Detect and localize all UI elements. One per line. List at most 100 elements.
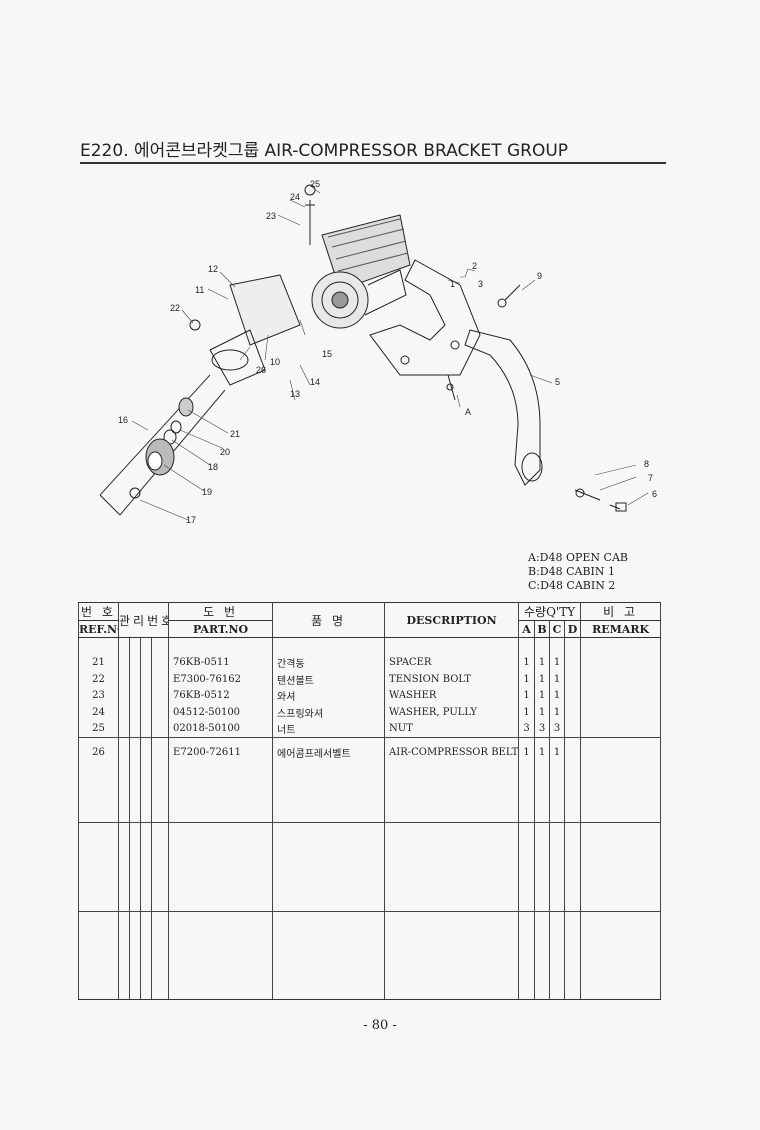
qty-c: 1 xyxy=(549,687,566,704)
header-ref-en: REF.NO xyxy=(78,620,119,638)
callout-16: 16 xyxy=(118,415,128,425)
empty-row xyxy=(78,911,662,1000)
part-no: E7300-76162 xyxy=(168,671,274,688)
part-description: AIR-COMPRESSOR BELT xyxy=(384,737,520,761)
qty-b: 1 xyxy=(534,704,551,721)
part-description: SPACER xyxy=(384,654,520,671)
header-management-no: 관리번호 xyxy=(117,602,170,638)
table-row: 22 E7300-76162 텐션볼트 TENSION BOLT 1 1 1 xyxy=(78,671,662,688)
exploded-parts-diagram: 25 24 23 12 11 22 2 1 3 9 10 26 15 14 13… xyxy=(100,179,657,525)
page-header: E220. 에어콘브라켓그룹 AIR-COMPRESSOR BRACKET GR… xyxy=(80,136,666,163)
main-bracket-drawing xyxy=(369,259,481,376)
table-row: 23 76KB-0512 와셔 WASHER 1 1 1 xyxy=(78,687,662,704)
callout-21: 21 xyxy=(230,429,240,439)
qty-a: 3 xyxy=(518,720,536,738)
idler-bracket-drawing xyxy=(209,274,301,386)
callout-A: A xyxy=(465,407,471,417)
callout-6: 6 xyxy=(652,489,657,499)
ref-no: 24 xyxy=(78,704,119,721)
callout-10: 10 xyxy=(270,357,280,367)
callout-7: 7 xyxy=(648,473,653,483)
qty-b: 1 xyxy=(534,671,551,688)
part-name-ko: 스프링와셔 xyxy=(272,704,386,721)
callout-23: 23 xyxy=(266,211,276,221)
part-description: WASHER xyxy=(384,687,520,704)
ref-no: 26 xyxy=(78,737,119,761)
part-no: 02018-50100 xyxy=(168,720,274,738)
callout-9: 9 xyxy=(537,271,542,281)
callout-2: 2 xyxy=(472,261,477,271)
parts-table: 번 호 관리번호 도 번 품 명 DESCRIPTION 수량Q'TY 비 고 … xyxy=(78,602,662,1000)
header-qty: 수량Q'TY xyxy=(518,602,582,621)
qty-a: 1 xyxy=(518,654,536,671)
variant-c: C:D48 CABIN 2 xyxy=(528,579,616,592)
part-description: NUT xyxy=(384,720,520,738)
header-description: DESCRIPTION xyxy=(384,602,520,638)
callout-5: 5 xyxy=(555,377,560,387)
callout-24: 24 xyxy=(290,192,300,202)
callout-8: 8 xyxy=(644,459,649,469)
header-qty-c: C xyxy=(549,620,566,638)
qty-b: 1 xyxy=(534,687,551,704)
idler-pulley-drawing xyxy=(100,374,226,516)
table-row: 25 02018-50100 너트 NUT 3 3 3 xyxy=(78,720,662,738)
qty-c: 1 xyxy=(549,654,566,671)
fastener-drawings xyxy=(189,184,627,512)
header-ref-ko: 번 호 xyxy=(78,602,119,621)
table-row: 26 E7200-72611 에어콤프레서벨트 AIR-COMPRESSOR B… xyxy=(78,737,662,761)
part-no: 76KB-0512 xyxy=(168,687,274,704)
part-name-ko: 텐션볼트 xyxy=(272,671,386,688)
header-part-ko: 도 번 xyxy=(168,602,274,621)
callout-12: 12 xyxy=(208,264,218,274)
callout-26: 26 xyxy=(256,365,266,375)
header-remark-ko: 비 고 xyxy=(580,602,662,621)
qty-b: 1 xyxy=(534,737,551,761)
part-no: 76KB-0511 xyxy=(168,654,274,671)
callout-18: 18 xyxy=(208,462,218,472)
qty-c: 3 xyxy=(549,720,566,738)
page-title: E220. 에어콘브라켓그룹 AIR-COMPRESSOR BRACKET GR… xyxy=(80,141,569,161)
callout-19: 19 xyxy=(202,487,212,497)
callout-25: 25 xyxy=(310,179,320,189)
callout-1: 1 xyxy=(450,279,455,289)
qty-c: 1 xyxy=(549,671,566,688)
qty-a: 1 xyxy=(518,671,536,688)
qty-b: 1 xyxy=(534,654,551,671)
header-part-en: PART.NO xyxy=(168,620,274,638)
part-name-ko: 너트 xyxy=(272,720,386,738)
part-description: WASHER, PULLY xyxy=(384,704,520,721)
variant-b: B:D48 CABIN 1 xyxy=(528,565,616,578)
header-qty-a: A xyxy=(518,620,536,638)
callout-13: 13 xyxy=(290,389,300,399)
part-name-ko: 에어콤프레서벨트 xyxy=(272,737,386,761)
table-row: 21 76KB-0511 간격동 SPACER 1 1 1 xyxy=(78,654,662,671)
ref-no: 22 xyxy=(78,671,119,688)
callout-11: 11 xyxy=(195,285,204,295)
page-number: - 80 - xyxy=(363,1018,397,1033)
variant-a: A:D48 OPEN CAB xyxy=(528,551,628,564)
part-name-ko: 와셔 xyxy=(272,687,386,704)
empty-row xyxy=(78,822,662,912)
title-underline xyxy=(80,162,666,164)
callout-3: 3 xyxy=(478,279,483,289)
part-description: TENSION BOLT xyxy=(384,671,520,688)
qty-a: 1 xyxy=(518,704,536,721)
tension-arm-drawing xyxy=(464,329,543,486)
callout-15: 15 xyxy=(322,349,332,359)
empty-row xyxy=(78,760,662,823)
compressor-drawing xyxy=(311,214,411,329)
ref-no: 23 xyxy=(78,687,119,704)
callout-17: 17 xyxy=(186,515,196,525)
callout-14: 14 xyxy=(310,377,320,387)
qty-a: 1 xyxy=(518,687,536,704)
part-no: 04512-50100 xyxy=(168,704,274,721)
qty-c: 1 xyxy=(549,737,566,761)
qty-a: 1 xyxy=(518,737,536,761)
ref-no: 25 xyxy=(78,720,119,738)
part-name-ko: 간격동 xyxy=(272,654,386,671)
ref-no: 21 xyxy=(78,654,119,671)
qty-b: 3 xyxy=(534,720,551,738)
model-variant-legend: A:D48 OPEN CAB B:D48 CABIN 1 C:D48 CABIN… xyxy=(528,551,628,593)
header-name-ko: 품 명 xyxy=(272,602,386,638)
table-row: 24 04512-50100 스프링와셔 WASHER, PULLY 1 1 1 xyxy=(78,704,662,721)
